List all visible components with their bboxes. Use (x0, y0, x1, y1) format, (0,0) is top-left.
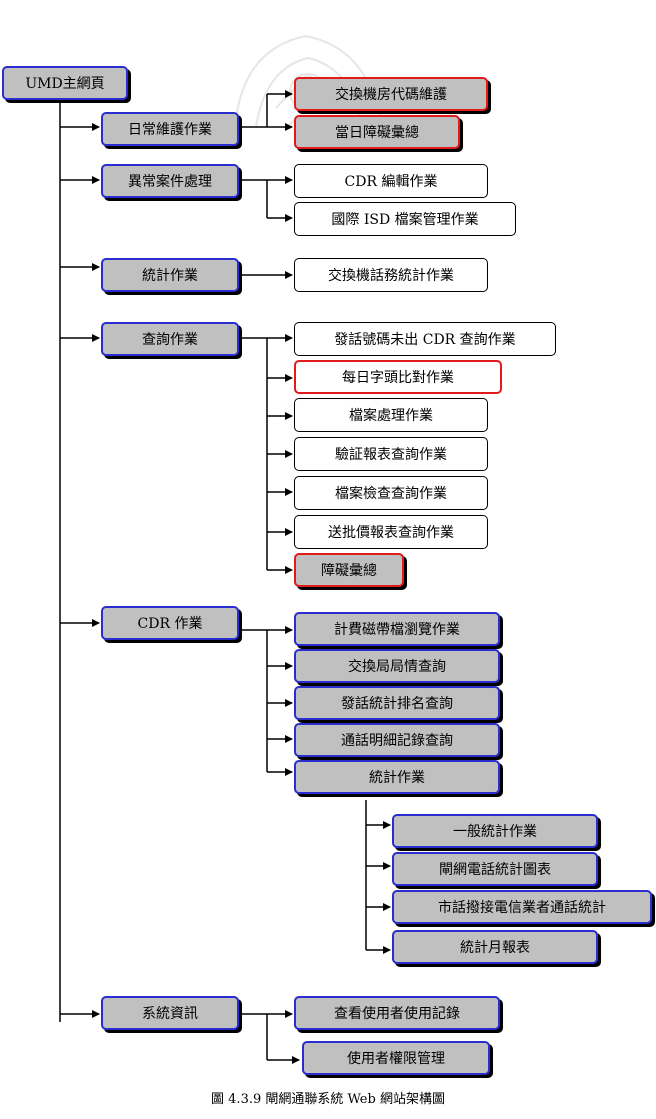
node-switch-office-query: 交換局局情查詢 (294, 649, 500, 683)
node-verify-report-query: 驗証報表查詢作業 (294, 437, 488, 471)
node-query: 查詢作業 (101, 322, 239, 356)
node-cdr-edit: CDR 編輯作業 (294, 164, 488, 198)
node-switch-code-maintenance: 交換機房代碼維護 (294, 77, 488, 111)
node-user-permission: 使用者權限管理 (302, 1041, 490, 1075)
figure-caption: 圖 4.3.9 閘網通聯系統 Web 網站架構圖 (211, 1092, 445, 1107)
node-file-processing: 檔案處理作業 (294, 398, 488, 432)
node-stats-ops: 統計作業 (294, 760, 500, 794)
node-gateway-chart: 閘網電話統計圖表 (392, 852, 598, 886)
node-billing-tape-browse: 計費磁帶檔瀏覽作業 (294, 612, 500, 646)
node-daily-fault-summary: 當日障礙彙總 (294, 115, 460, 149)
node-call-detail-query: 通話明細記錄查詢 (294, 723, 500, 757)
node-isd-file-management: 國際 ISD 檔案管理作業 (294, 202, 516, 236)
node-fault-summary: 障礙彙總 (294, 553, 404, 587)
node-user-log: 查看使用者使用記錄 (294, 996, 500, 1030)
node-daily-maintenance: 日常維護作業 (101, 112, 239, 146)
node-monthly-report: 統計月報表 (392, 930, 598, 964)
node-system-info: 系統資訊 (101, 996, 239, 1030)
node-switch-traffic-stats: 交換機話務統計作業 (294, 258, 488, 292)
node-local-carrier-stats: 市話撥接電信業者通話統計 (392, 890, 652, 924)
node-caller-cdr-query: 發話號碼未出 CDR 查詢作業 (294, 322, 556, 356)
node-batch-report-query: 送批價報表查詢作業 (294, 515, 488, 549)
node-anomaly-handling: 異常案件處理 (101, 164, 239, 198)
node-daily-prefix-compare: 每日字頭比對作業 (294, 360, 502, 394)
node-general-stats: 一般統計作業 (392, 814, 598, 848)
node-root: UMD主網頁 (2, 66, 128, 100)
node-caller-ranking-query: 發話統計排名查詢 (294, 686, 500, 720)
node-file-check-query: 檔案檢查查詢作業 (294, 476, 488, 510)
node-statistics: 統計作業 (101, 258, 239, 292)
node-cdr-ops: CDR 作業 (101, 606, 239, 640)
